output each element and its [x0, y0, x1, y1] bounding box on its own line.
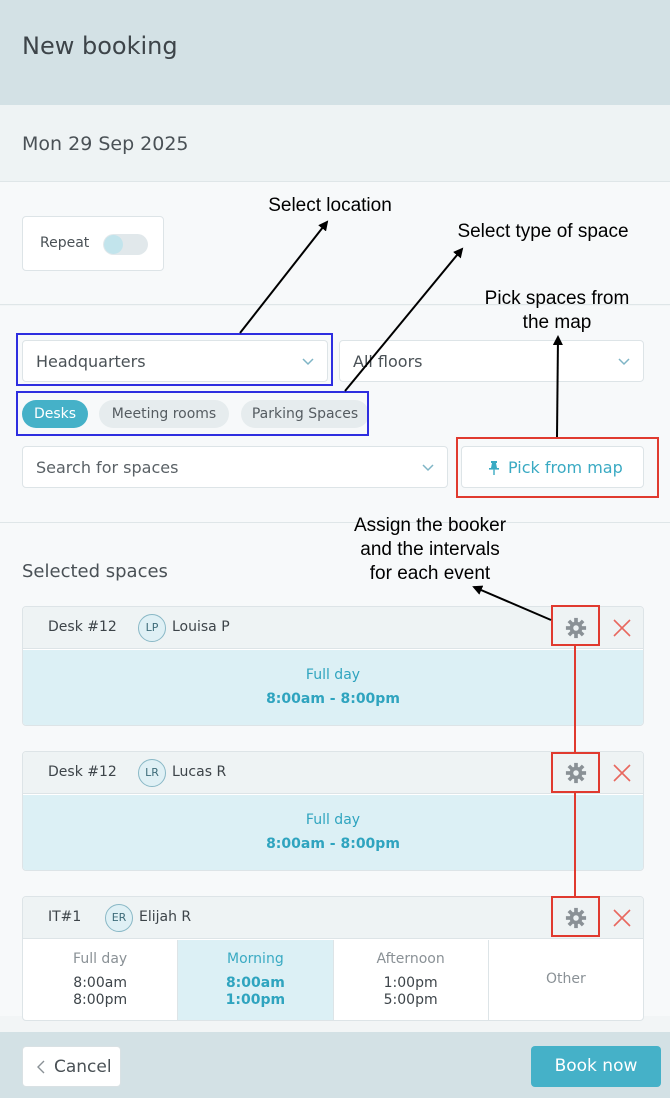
interval-option-morning[interactable]: Morning 8:00am 1:00pm: [178, 940, 334, 1020]
option-name: Afternoon: [376, 951, 445, 967]
search-placeholder: Search for spaces: [36, 458, 179, 477]
interval-options: Full day 8:00am 8:00pm Morning 8:00am 1:…: [23, 940, 643, 1020]
option-name: Full day: [73, 951, 128, 967]
footer: Cancel Book now: [0, 1032, 670, 1098]
gear-icon[interactable]: [565, 907, 587, 929]
selected-space-card: Desk #12 LP Louisa P Full day 8:00am - 8…: [22, 606, 644, 726]
selected-space-card: IT#1 ER Elijah R Full day 8:00am 8:00pm …: [22, 896, 644, 1021]
interval-time: 8:00am - 8:00pm: [266, 691, 400, 707]
repeat-section: Repeat: [0, 182, 670, 305]
option-end: 8:00pm: [73, 992, 128, 1008]
avatar: LP: [138, 614, 166, 642]
option-name: Other: [545, 971, 586, 987]
pin-icon: [489, 461, 499, 475]
filters-section: Headquarters All floors Desks Meeting ro…: [0, 306, 670, 523]
type-pill-parking-spaces[interactable]: Parking Spaces: [241, 400, 369, 428]
annotation-space-type: Select type of space: [457, 221, 629, 242]
location-value: Headquarters: [36, 352, 146, 371]
option-start: 8:00am: [225, 975, 285, 991]
space-name: IT#1: [48, 909, 82, 925]
option-name: Morning: [227, 951, 284, 967]
chevron-down-icon: [618, 358, 630, 366]
gear-icon[interactable]: [565, 762, 587, 784]
selected-space-card: Desk #12 LR Lucas R Full day 8:00am - 8:…: [22, 751, 644, 871]
booker-name: Louisa P: [172, 619, 230, 635]
option-end: 1:00pm: [225, 992, 286, 1008]
interval-summary[interactable]: Full day 8:00am - 8:00pm: [23, 650, 643, 725]
booking-date[interactable]: Mon 29 Sep 2025: [22, 133, 189, 155]
avatar: ER: [105, 904, 133, 932]
section-title: Selected spaces: [22, 561, 168, 582]
floor-value: All floors: [353, 352, 423, 371]
close-icon[interactable]: [612, 763, 632, 783]
date-bar[interactable]: Mon 29 Sep 2025: [0, 105, 670, 182]
avatar: LR: [138, 759, 166, 787]
type-pill-desks[interactable]: Desks: [22, 400, 88, 428]
option-end: 5:00pm: [383, 992, 438, 1008]
cancel-label: Cancel: [54, 1057, 112, 1077]
interval-name: Full day: [305, 667, 361, 683]
chevron-down-icon: [302, 358, 314, 366]
location-select[interactable]: Headquarters: [22, 340, 328, 382]
repeat-toggle[interactable]: [103, 234, 148, 255]
interval-option-full-day[interactable]: Full day 8:00am 8:00pm: [23, 940, 179, 1020]
interval-option-afternoon[interactable]: Afternoon 1:00pm 5:00pm: [334, 940, 489, 1020]
chevron-down-icon: [422, 464, 434, 472]
repeat-label: Repeat: [40, 235, 90, 251]
space-name: Desk #12: [48, 619, 117, 635]
chevron-left-icon: [37, 1060, 45, 1074]
annotation-map: Pick spaces from the map: [462, 287, 652, 335]
card-header: IT#1 ER Elijah R: [23, 897, 643, 939]
booker-name: Elijah R: [139, 909, 192, 925]
annotation-map-line2: the map: [522, 312, 592, 333]
book-now-button[interactable]: Book now: [531, 1046, 661, 1087]
annotation-assign-line3: for each event: [369, 563, 491, 584]
gear-icon[interactable]: [565, 617, 587, 639]
interval-name: Full day: [305, 812, 361, 828]
card-header: Desk #12 LR Lucas R: [23, 752, 643, 794]
page-title: New booking: [22, 32, 178, 60]
space-name: Desk #12: [48, 764, 117, 780]
close-icon[interactable]: [612, 618, 632, 638]
header: New booking: [0, 0, 670, 105]
annotation-assign: Assign the booker and the intervals for …: [330, 514, 530, 586]
interval-summary[interactable]: Full day 8:00am - 8:00pm: [23, 795, 643, 870]
annotation-map-line1: Pick spaces from: [484, 288, 630, 309]
pick-from-map-button[interactable]: Pick from map: [461, 446, 644, 488]
space-search-select[interactable]: Search for spaces: [22, 446, 448, 488]
interval-option-other[interactable]: Other: [489, 940, 643, 1020]
booker-name: Lucas R: [172, 764, 227, 780]
pick-from-map-label: Pick from map: [508, 458, 623, 477]
annotation-assign-line2: and the intervals: [360, 539, 500, 560]
cancel-button[interactable]: Cancel: [22, 1046, 121, 1087]
type-pill-meeting-rooms[interactable]: Meeting rooms: [99, 400, 229, 428]
annotation-location: Select location: [268, 195, 392, 216]
floor-select[interactable]: All floors: [339, 340, 644, 382]
repeat-card: Repeat: [22, 216, 164, 271]
option-start: 8:00am: [73, 975, 127, 991]
annotation-assign-line1: Assign the booker: [353, 515, 507, 536]
toggle-knob[interactable]: [104, 235, 123, 254]
card-header: Desk #12 LP Louisa P: [23, 607, 643, 649]
close-icon[interactable]: [612, 908, 632, 928]
option-start: 1:00pm: [383, 975, 438, 991]
interval-time: 8:00am - 8:00pm: [266, 836, 400, 852]
selected-spaces-section: Selected spaces Desk #12 LP Louisa P Ful…: [0, 523, 670, 1021]
